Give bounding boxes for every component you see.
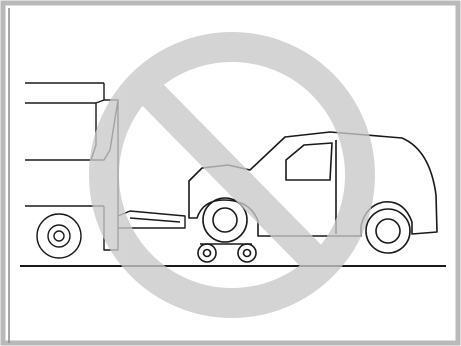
no-symbol-slash (146, 88, 317, 262)
tow-truck-wheel (37, 214, 81, 258)
tow-dolly-icon (198, 244, 256, 262)
no-symbol-icon (104, 47, 360, 303)
towed-car-rear-wheel (366, 209, 410, 253)
